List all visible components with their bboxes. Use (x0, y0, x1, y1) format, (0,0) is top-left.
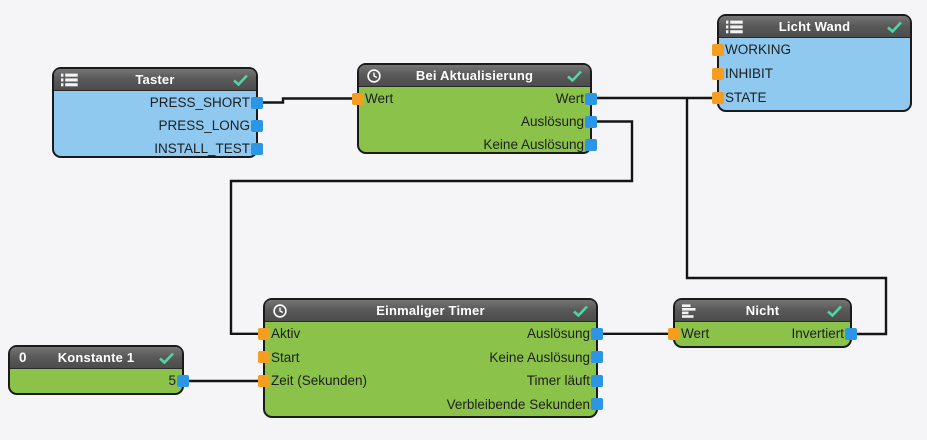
node-title: Taster (135, 72, 175, 87)
node-title: Bei Aktualisierung (415, 68, 534, 83)
output-label: INSTALL_TEST (154, 141, 250, 156)
port-in-state[interactable] (712, 92, 724, 104)
node-timer-header[interactable]: Einmaliger Timer (265, 300, 596, 322)
output-value: 5 (168, 373, 176, 388)
port-out-wert[interactable] (585, 92, 597, 105)
output-label: Verbleibende Sekunden (446, 396, 590, 412)
wire-nicht-invertiert-to-licht-state[interactable] (685, 98, 888, 336)
node-licht-wand[interactable]: Licht Wand WORKING INHIBIT STATE (712, 14, 912, 112)
port-in-wert[interactable] (352, 92, 364, 105)
port-out-install-test[interactable] (251, 142, 263, 155)
valid-check-icon (567, 70, 582, 82)
node-licht-header[interactable]: Licht Wand (719, 16, 910, 38)
port-out-press-long[interactable] (251, 119, 263, 132)
wire-update-ausloesung-to-timer-aktiv[interactable] (229, 120, 634, 335)
output-label: Timer läuft (526, 373, 590, 388)
port-out-invertiert[interactable] (845, 328, 857, 340)
port-in-start[interactable] (258, 351, 270, 364)
output-label: Wert (555, 91, 584, 106)
input-label: STATE (725, 90, 767, 105)
port-in-working[interactable] (712, 44, 724, 56)
port-in-zeit-sekunden[interactable] (258, 374, 270, 387)
node-update-header[interactable]: Bei Aktualisierung (359, 65, 590, 87)
port-out-keine-ausloesung[interactable] (591, 351, 603, 364)
clock-icon (273, 303, 287, 318)
port-out-timer-laeuft[interactable] (591, 374, 603, 387)
output-label: PRESS_LONG (158, 118, 250, 133)
node-bei-aktualisierung[interactable]: Bei Aktualisierung Wert Wert Auslösung K… (352, 63, 597, 154)
node-title: Licht Wand (778, 19, 851, 34)
input-label: Wert (365, 91, 394, 106)
port-out-verbleibende-sekunden[interactable] (591, 398, 603, 411)
port-in-inhibit[interactable] (712, 68, 724, 80)
input-label: Zeit (Sekunden) (271, 373, 368, 388)
node-nicht[interactable]: Nicht Wert Invertiert (668, 298, 857, 348)
node-title: Einmaliger Timer (376, 303, 485, 318)
input-label: Aktiv (271, 326, 301, 341)
output-label: Invertiert (791, 326, 844, 341)
valid-check-icon (233, 74, 248, 86)
node-taster-header[interactable]: Taster (54, 69, 256, 91)
output-label: Auslösung (526, 326, 590, 341)
port-out-ausloesung[interactable] (585, 115, 597, 128)
node-title: Konstante 1 (57, 350, 135, 365)
output-label: Keine Auslösung (483, 137, 584, 152)
port-in-aktiv[interactable] (258, 327, 270, 340)
output-label: Auslösung (520, 114, 584, 129)
node-nicht-header[interactable]: Nicht (675, 300, 850, 322)
input-label: Start (271, 349, 300, 365)
port-out-press-short[interactable] (251, 96, 263, 109)
list-icon (61, 73, 78, 86)
node-einmaliger-timer[interactable]: Einmaliger Timer Aktiv Start Zeit (Sekun… (258, 298, 603, 418)
node-konstante-header[interactable]: 0 Konstante 1 (10, 347, 182, 369)
valid-check-icon (159, 352, 174, 364)
port-in-wert[interactable] (668, 328, 680, 340)
valid-check-icon (827, 305, 842, 317)
text-lines-icon (682, 303, 696, 318)
output-label: PRESS_SHORT (149, 95, 250, 110)
wire-taster-pressshort-to-update-wert[interactable] (257, 97, 358, 104)
input-label: Wert (681, 326, 710, 341)
list-icon (726, 20, 743, 33)
input-label: INHIBIT (725, 66, 774, 81)
zero-constant-icon: 0 (19, 350, 27, 365)
input-label: WORKING (725, 42, 791, 57)
node-taster[interactable]: Taster PRESS_SHORT PRESS_LONG INSTALL_TE… (52, 67, 263, 158)
output-label: Keine Auslösung (489, 349, 590, 365)
port-out-keine-ausloesung[interactable] (585, 138, 597, 151)
clock-icon (367, 68, 381, 83)
port-out-konstante-value[interactable] (177, 375, 189, 387)
valid-check-icon (573, 305, 588, 317)
port-out-ausloesung[interactable] (591, 327, 603, 340)
node-konstante-1[interactable]: 0 Konstante 1 5 (8, 345, 189, 395)
node-title: Nicht (745, 303, 780, 318)
valid-check-icon (887, 21, 902, 33)
